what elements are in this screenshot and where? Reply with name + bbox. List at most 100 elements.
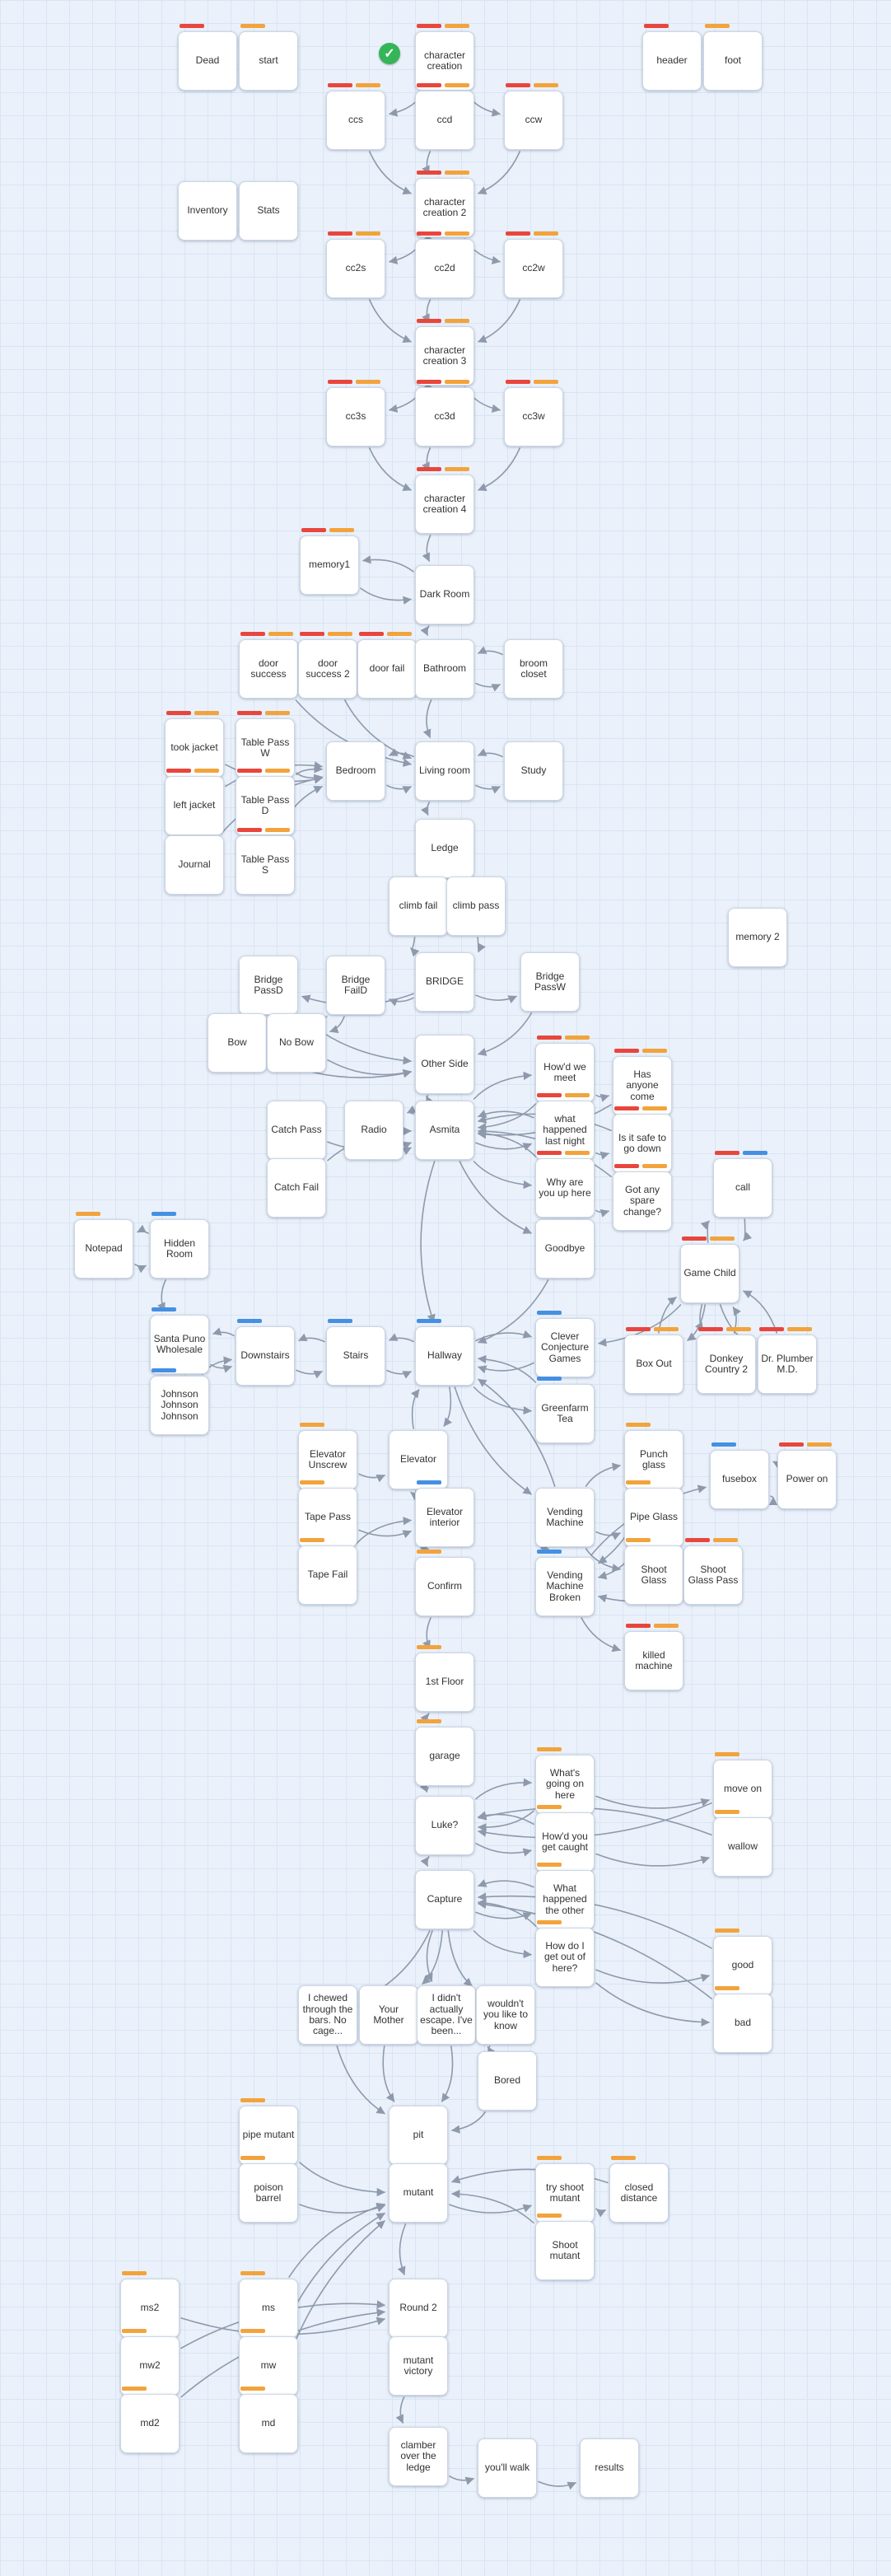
passage-card-broom_closet[interactable]: broom closet — [504, 639, 563, 699]
passage-card-vending[interactable]: Vending Machine — [535, 1488, 595, 1547]
passage-card-radio[interactable]: Radio — [344, 1101, 404, 1160]
passage-card-bridge_passw[interactable]: Bridge PassW — [520, 952, 580, 1012]
passage-card-tape_fail[interactable]: Tape Fail — [298, 1538, 357, 1605]
passage-card-johnson3[interactable]: Johnson Johnson Johnson — [150, 1368, 209, 1435]
passage-card-move_on[interactable]: move on — [713, 1752, 772, 1819]
passage-card-shoot_glass_pass[interactable]: Shoot Glass Pass — [683, 1538, 743, 1605]
passage-card-garage[interactable]: garage — [415, 1719, 474, 1786]
passage-card-luke[interactable]: Luke? — [415, 1796, 474, 1855]
passage-card-wallow[interactable]: wallow — [713, 1810, 772, 1877]
passage-card-elev_interior[interactable]: Elevator interior — [415, 1480, 474, 1547]
passage-card-memory2[interactable]: memory 2 — [728, 908, 787, 967]
passage-card-has_anyone_come[interactable]: Has anyone come — [613, 1049, 672, 1115]
passage-card-cc3w[interactable]: cc3w — [504, 380, 563, 446]
passage-card-downstairs[interactable]: Downstairs — [236, 1319, 295, 1386]
passage-card-power_on[interactable]: Power on — [777, 1442, 837, 1509]
passage-card-other_side[interactable]: Other Side — [415, 1035, 474, 1094]
passage-card-dark_room[interactable]: Dark Room — [415, 565, 474, 624]
passage-card-bad[interactable]: bad — [713, 1986, 772, 2053]
passage-card-living_room[interactable]: Living room — [415, 741, 474, 801]
passage-card-cc2d[interactable]: cc2d — [415, 231, 474, 298]
passage-card-journal[interactable]: Journal — [165, 835, 224, 895]
passage-card-cc3[interactable]: character creation 3 — [415, 319, 474, 386]
passage-card-good[interactable]: good — [713, 1928, 772, 1995]
passage-card-ccs[interactable]: ccs — [326, 83, 385, 150]
passage-card-spare_change[interactable]: Got any spare change? — [613, 1164, 672, 1231]
passage-card-bridge_faild[interactable]: Bridge FailD — [326, 956, 385, 1015]
passage-card-donkey[interactable]: Donkey Country 2 — [697, 1327, 756, 1394]
passage-card-is_it_safe[interactable]: Is it safe to go down — [613, 1106, 672, 1173]
passage-card-header[interactable]: header — [642, 24, 702, 91]
passage-card-ms2[interactable]: ms2 — [120, 2271, 180, 2338]
passage-card-vm_broken[interactable]: Vending Machine Broken — [535, 1550, 595, 1616]
passage-card-howd_caught[interactable]: How'd you get caught — [535, 1805, 595, 1872]
passage-card-greenfarm[interactable]: Greenfarm Tea — [535, 1377, 595, 1443]
passage-card-pipe_mutant[interactable]: pipe mutant — [239, 2098, 298, 2165]
passage-card-try_shoot[interactable]: try shoot mutant — [535, 2156, 595, 2223]
passage-card-table_pass_d[interactable]: Table Pass D — [236, 769, 295, 835]
passage-card-notepad[interactable]: Notepad — [74, 1212, 133, 1279]
passage-card-whats_going_on[interactable]: What's going on here — [535, 1747, 595, 1814]
passage-card-closed_distance[interactable]: closed distance — [609, 2156, 669, 2223]
passage-card-study[interactable]: Study — [504, 741, 563, 801]
passage-card-door_fail[interactable]: door fail — [357, 632, 417, 699]
passage-card-md[interactable]: md — [239, 2387, 298, 2453]
passage-card-cc4[interactable]: character creation 4 — [415, 467, 474, 534]
passage-card-door_success2[interactable]: door success 2 — [298, 632, 357, 699]
passage-card-bored[interactable]: Bored — [478, 2051, 537, 2111]
passage-card-box_out[interactable]: Box Out — [624, 1327, 683, 1394]
passage-card-why_up_here[interactable]: Why are you up here — [535, 1151, 595, 1218]
passage-card-hidden_room[interactable]: Hidden Room — [150, 1212, 209, 1279]
passage-card-bow[interactable]: Bow — [208, 1013, 267, 1073]
passage-card-how_get_out[interactable]: How do I get out of here? — [535, 1920, 595, 1987]
passage-card-killed_machine[interactable]: killed machine — [624, 1624, 683, 1690]
passage-card-howd_we_meet[interactable]: How'd we meet — [535, 1036, 595, 1102]
passage-card-cc2s[interactable]: cc2s — [326, 231, 385, 298]
passage-card-clever[interactable]: Clever Conjecture Games — [535, 1311, 595, 1377]
passage-card-stairs[interactable]: Stairs — [326, 1319, 385, 1386]
passage-card-pipe_glass[interactable]: Pipe Glass — [624, 1480, 683, 1547]
passage-card-pit[interactable]: pit — [389, 2106, 448, 2165]
passage-card-ledge[interactable]: Ledge — [415, 819, 474, 878]
passage-card-memory1[interactable]: memory1 — [300, 528, 359, 595]
passage-card-results[interactable]: results — [580, 2438, 639, 2498]
passage-card-bathroom[interactable]: Bathroom — [415, 639, 474, 699]
passage-card-cc3s[interactable]: cc3s — [326, 380, 385, 446]
passage-card-shoot_mutant[interactable]: Shoot mutant — [535, 2214, 595, 2280]
passage-card-start[interactable]: start — [239, 24, 298, 91]
passage-card-i_chewed[interactable]: I chewed through the bars. No cage... — [298, 1985, 357, 2045]
passage-card-table_pass_s[interactable]: Table Pass S — [236, 828, 295, 895]
passage-card-climb_fail[interactable]: climb fail — [389, 877, 448, 936]
passage-card-mutant_victory[interactable]: mutant victory — [389, 2336, 448, 2396]
passage-card-bedroom[interactable]: Bedroom — [326, 741, 385, 801]
passage-card-cc3d[interactable]: cc3d — [415, 380, 474, 446]
passage-card-catch_pass[interactable]: Catch Pass — [267, 1101, 326, 1160]
passage-card-clamber[interactable]: clamber over the ledge — [389, 2427, 448, 2486]
passage-card-cc2[interactable]: character creation 2 — [415, 171, 474, 237]
passage-card-bridge[interactable]: BRIDGE — [415, 952, 474, 1012]
passage-card-your_mother[interactable]: Your Mother — [359, 1985, 418, 2045]
passage-card-tape_pass[interactable]: Tape Pass — [298, 1480, 357, 1547]
passage-card-ccd[interactable]: ccd — [415, 83, 474, 150]
passage-card-capture[interactable]: Capture — [415, 1870, 474, 1929]
passage-card-ms[interactable]: ms — [239, 2271, 298, 2338]
passage-card-foot[interactable]: foot — [703, 24, 763, 91]
passage-card-asmita[interactable]: Asmita — [415, 1101, 474, 1160]
passage-card-cc2w[interactable]: cc2w — [504, 231, 563, 298]
passage-card-fusebox[interactable]: fusebox — [710, 1442, 769, 1509]
passage-card-cc1[interactable]: character creation — [415, 24, 474, 91]
passage-card-call[interactable]: call — [713, 1151, 772, 1218]
passage-card-i_didnt[interactable]: I didn't actually escape. I've been... — [417, 1985, 476, 2045]
passage-card-first_floor[interactable]: 1st Floor — [415, 1645, 474, 1712]
passage-card-wouldnt_know[interactable]: wouldn't you like to know — [476, 1985, 535, 2045]
passage-card-goodbye[interactable]: Goodbye — [535, 1219, 595, 1279]
passage-card-climb_pass[interactable]: climb pass — [446, 877, 506, 936]
passage-card-mw[interactable]: mw — [239, 2329, 298, 2396]
passage-card-elevator[interactable]: Elevator — [389, 1430, 448, 1489]
passage-card-santa_puno[interactable]: Santa Puno Wholesale — [150, 1307, 209, 1374]
passage-card-inventory[interactable]: Inventory — [178, 181, 237, 241]
passage-card-dead[interactable]: Dead — [178, 24, 237, 91]
passage-card-left_jacket[interactable]: left jacket — [165, 769, 224, 835]
passage-card-punch_glass[interactable]: Punch glass — [624, 1423, 683, 1489]
